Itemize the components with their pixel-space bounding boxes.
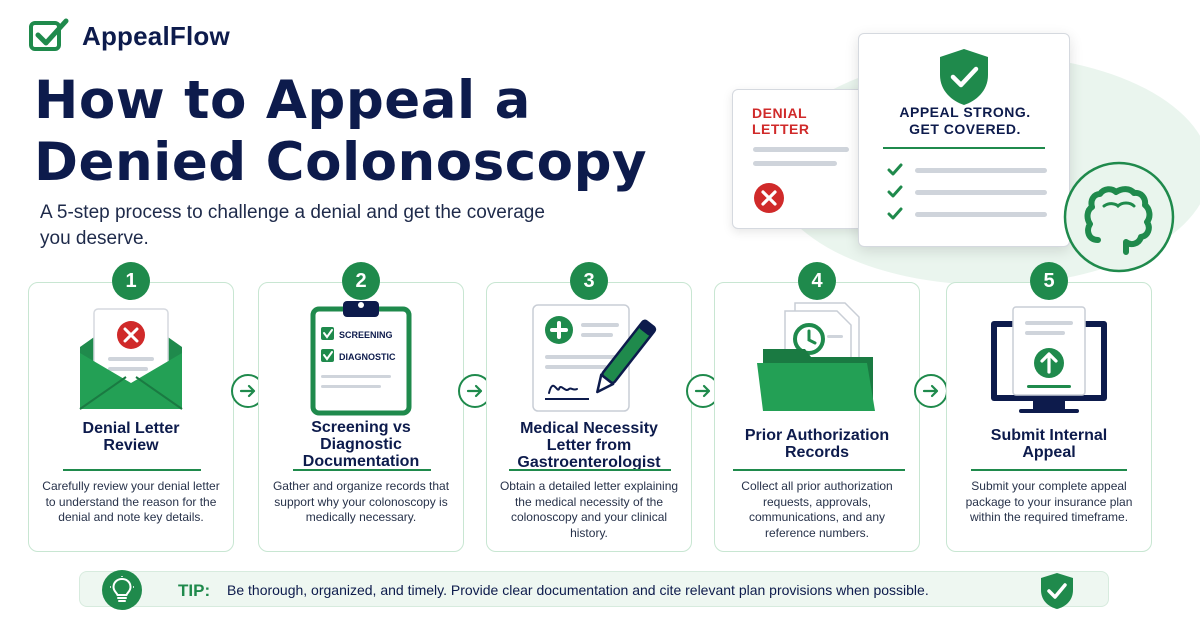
step-divider <box>971 469 1127 471</box>
step-number-badge: 2 <box>342 262 380 300</box>
tip-bar: TIP: Be thorough, organized, and timely.… <box>79 570 1109 610</box>
denial-title-line-1: DENIAL <box>752 105 808 121</box>
step-number-badge: 1 <box>112 262 150 300</box>
clipboard-checklist-icon: SCREENING DIAGNOSTIC <box>259 297 463 416</box>
denial-title-line-2: LETTER <box>752 121 810 137</box>
step-divider <box>63 469 201 471</box>
check-icon <box>887 207 903 220</box>
step-description: Carefully review your denial letter to u… <box>42 479 220 524</box>
step-description: Obtain a detailed letter explaining the … <box>499 479 679 540</box>
tip-label: TIP: <box>178 581 211 600</box>
clipboard-item: SCREENING <box>339 330 393 340</box>
step-divider <box>509 469 671 471</box>
check-icon <box>887 185 903 198</box>
step-card-5: Submit Internal Appeal Submit your compl… <box>946 282 1152 552</box>
envelope-denial-icon <box>29 301 233 417</box>
appeal-card: APPEAL STRONG. GET COVERED. <box>858 33 1070 247</box>
page-subtitle: A 5-step process to challenge a denial a… <box>40 202 545 249</box>
step-description: Gather and organize records that support… <box>272 479 450 524</box>
checklist-row <box>887 185 1047 199</box>
lightbulb-icon <box>102 570 142 610</box>
step-card-3: Medical Necessity Letter from Gastroente… <box>486 282 692 552</box>
step-title: Submit Internal Appeal <box>990 427 1108 461</box>
denial-letter-card: DENIAL LETTER <box>732 89 872 229</box>
step-title: Medical Necessity Letter from Gastroente… <box>517 420 661 471</box>
step-divider <box>733 469 905 471</box>
check-icon <box>887 163 903 176</box>
step-number-badge: 3 <box>570 262 608 300</box>
signed-letter-pen-icon <box>487 297 691 413</box>
text-line <box>753 161 837 166</box>
denial-letter-title: DENIAL LETTER <box>752 105 842 137</box>
step-number-badge: 5 <box>1030 262 1068 300</box>
page-title: How to Appeal a Denied Colonoscopy <box>34 70 734 194</box>
step-card-2: SCREENING DIAGNOSTIC Screening vs Diagno… <box>258 282 464 552</box>
tip-text: Be thorough, organized, and timely. Prov… <box>227 582 929 598</box>
shield-check-icon <box>1041 573 1073 609</box>
page-title-line-1: How to Appeal a <box>34 70 531 131</box>
step-divider <box>293 469 431 471</box>
step-description: Collect all prior authorization requests… <box>741 479 893 540</box>
step-description: Submit your complete appeal package to y… <box>965 479 1133 524</box>
checklist-row <box>887 163 1047 177</box>
appeal-text-line-2: GET COVERED. <box>909 121 1021 137</box>
step-title: Prior Authorization Records <box>744 427 890 461</box>
brand-name: AppealFlow <box>82 20 230 51</box>
step-number-badge: 4 <box>798 262 836 300</box>
check-square-logo-icon <box>29 18 69 51</box>
step-title: Denial Letter Review <box>82 420 180 454</box>
colon-icon <box>1063 161 1175 273</box>
shield-check-icon <box>940 49 988 105</box>
red-x-icon <box>754 183 784 213</box>
brand: AppealFlow <box>28 18 230 54</box>
step-title: Screening vs Diagnostic Documentation <box>302 419 420 470</box>
appeal-divider <box>883 147 1045 149</box>
text-line <box>753 147 849 152</box>
checklist-row <box>887 207 1047 221</box>
page-title-line-2: Denied Colonoscopy <box>34 132 648 193</box>
step-card-4: Prior Authorization Records Collect all … <box>714 282 920 552</box>
appeal-card-text: APPEAL STRONG. GET COVERED. <box>859 104 1071 138</box>
clipboard-item: DIAGNOSTIC <box>339 352 396 362</box>
monitor-upload-icon <box>947 297 1151 413</box>
folder-clock-icon <box>715 297 919 413</box>
next-arrow-icon <box>914 374 948 408</box>
step-card-1: Denial Letter Review Carefully review yo… <box>28 282 234 552</box>
appeal-text-line-1: APPEAL STRONG. <box>899 104 1031 120</box>
